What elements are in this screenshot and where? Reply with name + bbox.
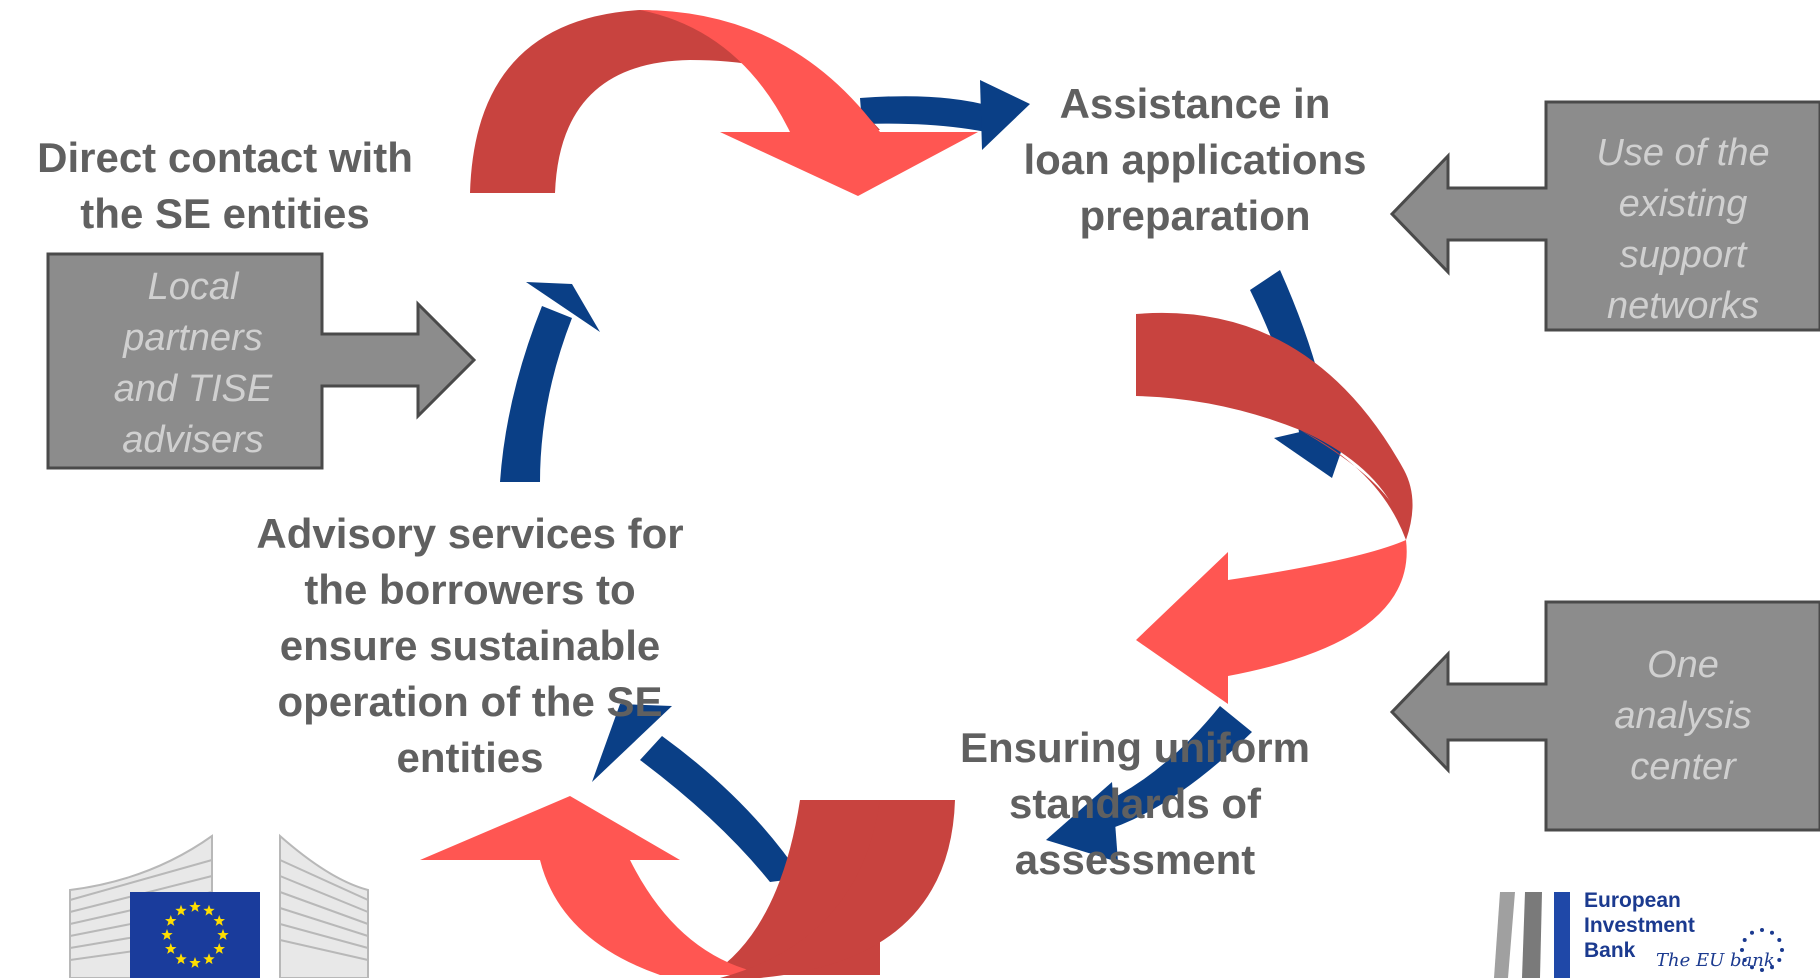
node-direct-contact: Direct contact with the SE entities [37, 134, 413, 237]
eu-star-icon [189, 957, 201, 968]
node-assistance: Assistance in loan applications preparat… [1023, 80, 1367, 239]
eib-star-icon [1770, 965, 1774, 970]
side-box-right-top [1389, 100, 1820, 332]
side-box-left [46, 252, 477, 470]
eu-star-icon [175, 904, 187, 916]
box-support-networks: Use of the existing support networks [1596, 132, 1770, 327]
eib-star-icon [1777, 958, 1782, 962]
eu-star-icon [165, 943, 177, 954]
eib-star-icon [1770, 930, 1774, 935]
blue-arrow-top [860, 80, 1030, 150]
eu-star-icon [203, 953, 215, 965]
eu-star-icon [213, 943, 225, 954]
red-arrow-top [470, 10, 978, 196]
eib-star-icon [1780, 948, 1784, 952]
node-uniform-standards: Ensuring uniform standards of assessment [960, 724, 1310, 883]
eib-star-icon [1750, 965, 1754, 970]
eib-star-icon [1742, 938, 1747, 942]
box-local-partners: Local partners and TISE advisers [113, 266, 273, 461]
blue-arrow-bottom-right [1046, 706, 1252, 862]
eib-star-icon [1760, 928, 1764, 932]
eib-star-icon [1742, 958, 1747, 962]
eu-star-icon [217, 929, 229, 940]
eib-logo-name: European Investment Bank [1584, 889, 1695, 962]
red-arrow-bottom [420, 796, 955, 978]
eib-star-icon [1760, 968, 1764, 972]
blue-arrow-left [500, 282, 600, 482]
node-advisory: Advisory services for the borrowers to e… [256, 510, 684, 781]
eu-star-icon [161, 929, 173, 940]
blue-arrow-bottom-left [592, 704, 802, 882]
eu-star-icon [213, 915, 225, 926]
eu-star-icon [175, 953, 187, 965]
box-analysis-center: One analysis center [1614, 644, 1752, 788]
eib-star-icon [1740, 948, 1744, 952]
eu-star-icon [165, 915, 177, 926]
side-box-right-bottom [1389, 600, 1820, 832]
eib-logo [1494, 892, 1784, 978]
eu-star-icon [189, 901, 201, 912]
eib-star-icon [1777, 938, 1782, 942]
red-arrow-right [1136, 312, 1413, 704]
eib-star-icon [1750, 930, 1754, 935]
european-commission-logo [69, 833, 369, 978]
eu-star-icon [203, 904, 215, 916]
eib-logo-tagline: The EU bank [1656, 950, 1775, 971]
